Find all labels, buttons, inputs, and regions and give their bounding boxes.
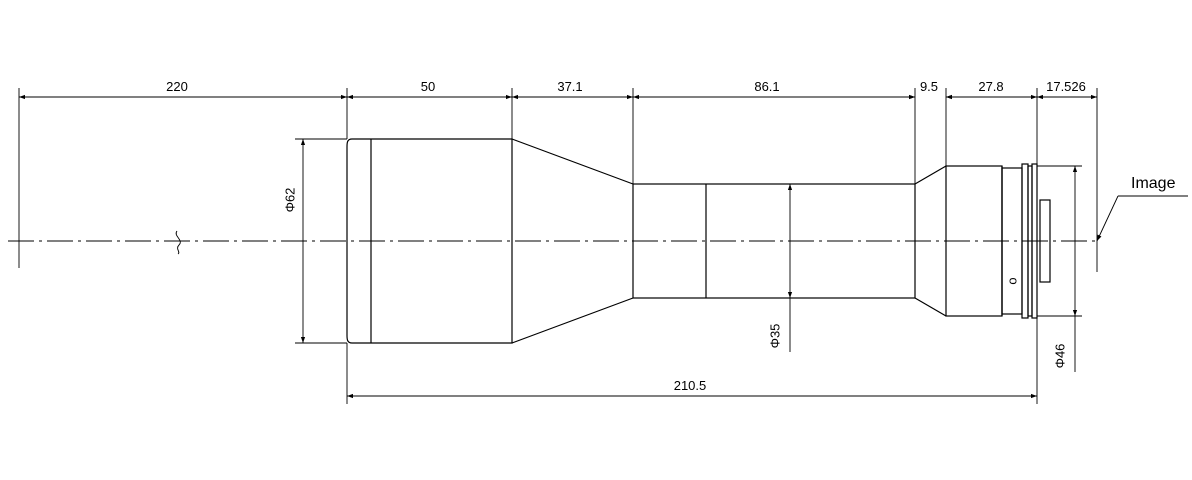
label-front-section: 50 xyxy=(421,79,435,94)
taper-bottom xyxy=(511,297,634,344)
label-middle-diameter: Φ35 xyxy=(767,324,782,349)
label-image-plane: Image xyxy=(1131,175,1176,192)
top-dimension-chain: 220 50 37.1 86.1 9.5 27.8 17.526 xyxy=(18,79,1098,272)
mount-mark: o xyxy=(1004,277,1019,284)
label-flange-back: 17.526 xyxy=(1046,79,1086,94)
image-leader-line xyxy=(1096,195,1119,242)
diameter-dimensions: Φ62 Φ35 Φ46 xyxy=(282,138,1082,372)
label-working-distance: 220 xyxy=(166,79,188,94)
mount-flange-c xyxy=(1031,163,1038,319)
image-plane-callout: Image xyxy=(1096,175,1188,242)
label-front-diameter: Φ62 xyxy=(282,188,297,213)
total-length-dimension: 210.5 xyxy=(346,318,1038,404)
label-taper-section: 37.1 xyxy=(557,79,582,94)
label-step-section: 9.5 xyxy=(920,79,938,94)
label-total-length: 210.5 xyxy=(674,378,707,393)
taper-top xyxy=(511,138,634,185)
rear-element xyxy=(1039,199,1051,283)
middle-barrel xyxy=(632,183,916,299)
step-bottom xyxy=(914,297,947,317)
lens-body xyxy=(346,138,1051,344)
label-middle-section: 86.1 xyxy=(754,79,779,94)
label-rear-diameter: Φ46 xyxy=(1052,344,1067,369)
label-rear-section: 27.8 xyxy=(978,79,1003,94)
step-top xyxy=(914,165,947,185)
front-barrel xyxy=(346,138,513,344)
break-symbol-icon xyxy=(175,230,181,255)
